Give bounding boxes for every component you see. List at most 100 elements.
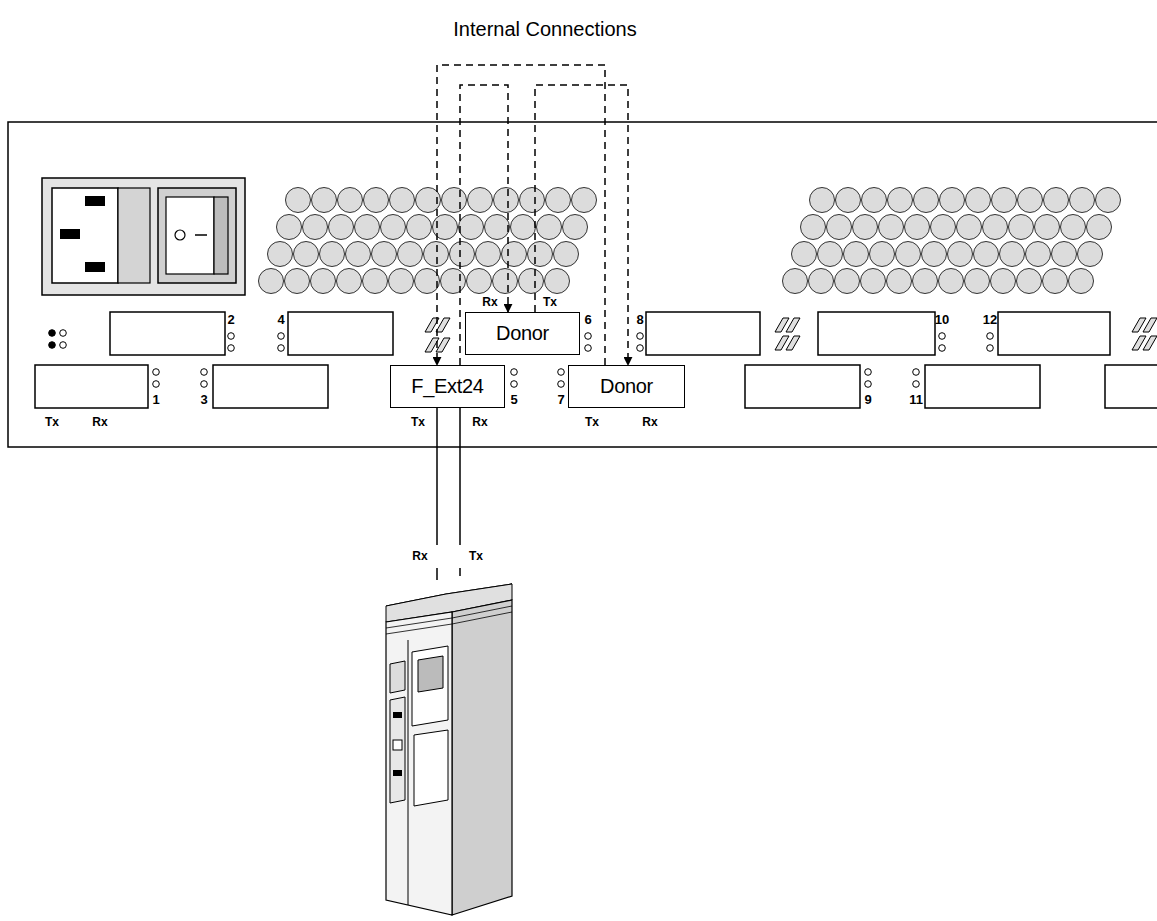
vent-hole bbox=[905, 215, 930, 240]
vent-hole bbox=[1061, 215, 1086, 240]
vent-hole bbox=[1052, 242, 1077, 267]
vent-hole bbox=[519, 269, 544, 294]
vent-hole bbox=[939, 269, 964, 294]
status-led bbox=[939, 333, 946, 340]
vent-hole bbox=[468, 188, 493, 213]
vent-hole bbox=[381, 215, 406, 240]
vent-hole bbox=[329, 215, 354, 240]
power-inlet bbox=[52, 188, 118, 283]
port-number: 12 bbox=[982, 313, 998, 326]
power-module bbox=[42, 178, 245, 295]
port-number: 10 bbox=[934, 313, 950, 326]
vent-hole bbox=[337, 269, 362, 294]
status-led bbox=[637, 345, 644, 352]
inlet-side bbox=[118, 188, 150, 283]
status-led bbox=[278, 333, 285, 340]
vent-hole bbox=[494, 188, 519, 213]
fiber-cable bbox=[436, 568, 438, 580]
status-led bbox=[585, 333, 592, 340]
vent-hole bbox=[887, 269, 912, 294]
vent-hole bbox=[957, 215, 982, 240]
vent-hole bbox=[983, 215, 1008, 240]
vent-hole bbox=[896, 242, 921, 267]
port-module: Donor bbox=[568, 365, 685, 408]
port-number: 9 bbox=[863, 393, 872, 406]
vent-hole bbox=[948, 242, 973, 267]
vent-hole bbox=[783, 269, 808, 294]
vent-hole bbox=[528, 242, 553, 267]
vent-hole bbox=[1096, 188, 1121, 213]
vent-hole bbox=[809, 269, 834, 294]
vent-hole bbox=[879, 215, 904, 240]
vent-hole bbox=[502, 242, 527, 267]
status-led bbox=[939, 345, 946, 352]
vent-hole bbox=[888, 188, 913, 213]
vent-hole bbox=[312, 188, 337, 213]
module-name: Donor bbox=[496, 322, 549, 345]
signal-name: Tx bbox=[542, 296, 558, 308]
vent-hole bbox=[940, 188, 965, 213]
vent-hole bbox=[441, 269, 466, 294]
port-number: 2 bbox=[226, 313, 235, 326]
vent-hole bbox=[485, 215, 510, 240]
status-led bbox=[49, 342, 56, 349]
vent-hole bbox=[1070, 188, 1095, 213]
status-led bbox=[278, 345, 285, 352]
status-led bbox=[511, 381, 518, 388]
status-led bbox=[153, 369, 160, 376]
vent-hole bbox=[801, 215, 826, 240]
vent-hole bbox=[974, 242, 999, 267]
vent-hole bbox=[1017, 269, 1042, 294]
signal-name: Rx bbox=[411, 550, 428, 562]
vent-hole bbox=[372, 242, 397, 267]
vent-hole bbox=[338, 188, 363, 213]
fiber-cable bbox=[459, 568, 461, 576]
vent-hole bbox=[442, 188, 467, 213]
signal-name: Tx bbox=[468, 550, 484, 562]
vent-hole bbox=[415, 269, 440, 294]
vent-hole bbox=[467, 269, 492, 294]
vent-hole bbox=[810, 188, 835, 213]
port-number: 6 bbox=[583, 313, 592, 326]
chassis-panel bbox=[8, 122, 1157, 447]
port-slot bbox=[998, 312, 1110, 355]
port-slot bbox=[745, 365, 860, 408]
signal-name: Tx bbox=[44, 416, 60, 428]
vent-hole bbox=[563, 215, 588, 240]
vent-hole bbox=[320, 242, 345, 267]
vent-hole bbox=[511, 215, 536, 240]
vent-hole bbox=[792, 242, 817, 267]
status-led bbox=[201, 381, 208, 388]
vent-hole bbox=[1087, 215, 1112, 240]
internal-connection bbox=[437, 65, 605, 365]
vent-hole bbox=[303, 215, 328, 240]
vent-hole bbox=[827, 215, 852, 240]
status-led bbox=[201, 369, 208, 376]
status-led bbox=[511, 369, 518, 376]
vent-hole bbox=[520, 188, 545, 213]
port-number: 11 bbox=[908, 393, 924, 406]
vent-hole bbox=[1043, 269, 1068, 294]
signal-name: Rx bbox=[471, 416, 488, 428]
vent-hole bbox=[1069, 269, 1094, 294]
signal-name: Rx bbox=[641, 416, 658, 428]
port-slot bbox=[110, 312, 225, 355]
vent-hole bbox=[450, 242, 475, 267]
vent-hole bbox=[913, 269, 938, 294]
vent-hole bbox=[363, 269, 388, 294]
status-led bbox=[558, 369, 565, 376]
status-led bbox=[585, 345, 592, 352]
vent-hole bbox=[537, 215, 562, 240]
vent-hole bbox=[966, 188, 991, 213]
vent-hole bbox=[545, 269, 570, 294]
port-slot bbox=[925, 365, 1040, 408]
server-cabinet bbox=[386, 584, 512, 915]
vent-hole bbox=[389, 269, 414, 294]
status-led bbox=[60, 330, 67, 337]
latch-mark bbox=[775, 318, 800, 332]
status-led bbox=[865, 369, 872, 376]
vent-hole bbox=[922, 242, 947, 267]
status-led bbox=[60, 342, 67, 349]
